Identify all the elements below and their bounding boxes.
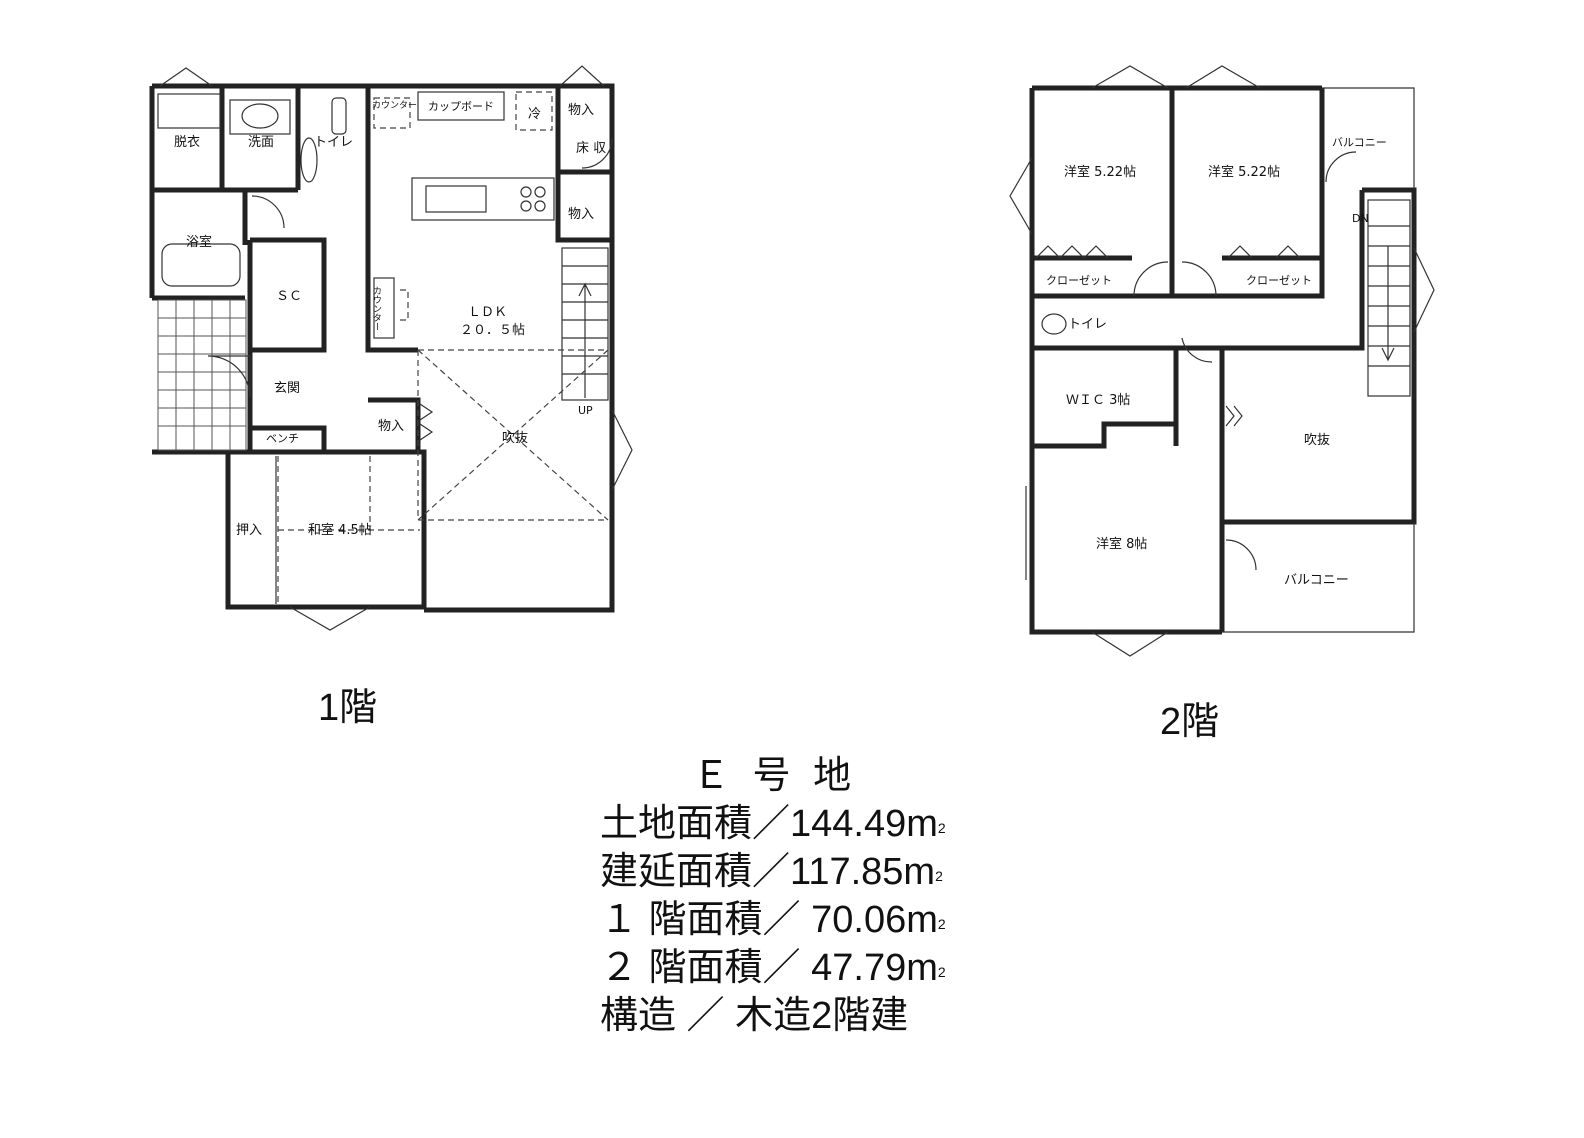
room-closet-b: クローゼット <box>1246 274 1312 287</box>
floor2-label: 2階 <box>1160 701 1220 743</box>
floor1-void-outline <box>417 349 609 521</box>
room-datsui: 脱衣 <box>174 134 200 150</box>
label-bench: ベンチ <box>266 432 299 445</box>
floor1-label: 1階 <box>318 687 378 729</box>
kitchen-island <box>411 177 555 221</box>
floor2-stairs <box>1367 199 1411 397</box>
bathtub-icon <box>161 243 241 287</box>
floor1-stairs <box>561 247 609 401</box>
room-toilet-2f: トイレ <box>1068 317 1107 332</box>
room-youshitsu-a: 洋室 5.22帖 <box>1064 164 1136 180</box>
sq-mark: 2 <box>937 820 946 836</box>
label-dn: DN <box>1352 212 1369 225</box>
room-washitsu: 和室 4.5帖 <box>308 522 372 538</box>
room-storage-top: 物入 <box>568 103 594 118</box>
lot-title: Ｅ 号 地 <box>692 755 858 797</box>
room-toilet-1f: トイレ <box>314 135 353 150</box>
room-sc: ＳＣ <box>276 289 302 304</box>
label-counter-side: カウンター <box>371 286 382 331</box>
room-balcony-top: バルコニー <box>1332 136 1387 149</box>
room-youshitsu-b: 洋室 5.22帖 <box>1208 164 1280 180</box>
floor1-plan: 脱衣 洗面 トイレ カウンター カップボード 冷 物入 床 収 物入 浴室 ＳＣ… <box>149 65 633 631</box>
label-void-1f: 吹抜 <box>502 430 528 446</box>
label-fridge: 冷 <box>528 107 541 122</box>
room-floor-storage: 床 収 <box>576 141 606 156</box>
room-closet-a: クローゼット <box>1046 274 1112 287</box>
structure: 構造 ／ 木造2階建 <box>600 995 909 1037</box>
toilet-icon <box>300 137 318 183</box>
room-storage-low: 物入 <box>378 419 404 434</box>
property-info: Ｅ 号 地 土地面積／144.49m2 建延面積／117.85m2 １ 階面積／… <box>600 752 1080 1040</box>
room-bath: 浴室 <box>186 234 212 250</box>
floor1-area: １ 階面積／ 70.06m <box>600 899 938 941</box>
label-counter-top: カウンター <box>372 100 417 111</box>
toilet-icon-2f <box>1041 313 1067 335</box>
land-area-row: 土地面積／144.49m2 <box>600 800 1080 848</box>
sq-mark: 2 <box>937 916 946 932</box>
entrance-tiles <box>157 299 251 451</box>
room-balcony-bottom: バルコニー <box>1284 573 1349 588</box>
floor2-plan: 洋室 5.22帖 洋室 5.22帖 バルコニー クローゼット クローゼット DN… <box>1009 65 1435 657</box>
land-area: 土地面積／144.49m <box>600 803 938 845</box>
floor2-area: ２ 階面積／ 47.79m <box>600 947 938 989</box>
wash-basin-icon <box>241 103 279 129</box>
room-senmen: 洗面 <box>248 135 274 150</box>
total-floor-area: 建延面積／117.85m <box>600 851 936 893</box>
label-up: UP <box>578 404 593 417</box>
room-ldk-size: ２０．５帖 <box>460 323 525 338</box>
sq-mark: 2 <box>937 964 946 980</box>
total-floor-area-row: 建延面積／117.85m2 <box>600 848 1080 896</box>
room-storage-mid: 物入 <box>568 207 594 222</box>
label-cupboard: カップボード <box>428 100 494 113</box>
floor2-area-row: ２ 階面積／ 47.79m2 <box>600 944 1080 992</box>
room-genkan: 玄関 <box>274 381 300 396</box>
label-void-2f: 吹抜 <box>1304 432 1330 448</box>
tatami-lines <box>277 456 420 604</box>
floor1-area-row: １ 階面積／ 70.06m2 <box>600 896 1080 944</box>
sq-mark: 2 <box>935 868 943 884</box>
room-ldk: ＬＤＫ <box>468 305 507 320</box>
room-wic: ＷＩＣ 3帖 <box>1066 393 1130 408</box>
room-youshitsu-c: 洋室 8帖 <box>1096 536 1147 552</box>
room-oshiire: 押入 <box>236 523 262 538</box>
